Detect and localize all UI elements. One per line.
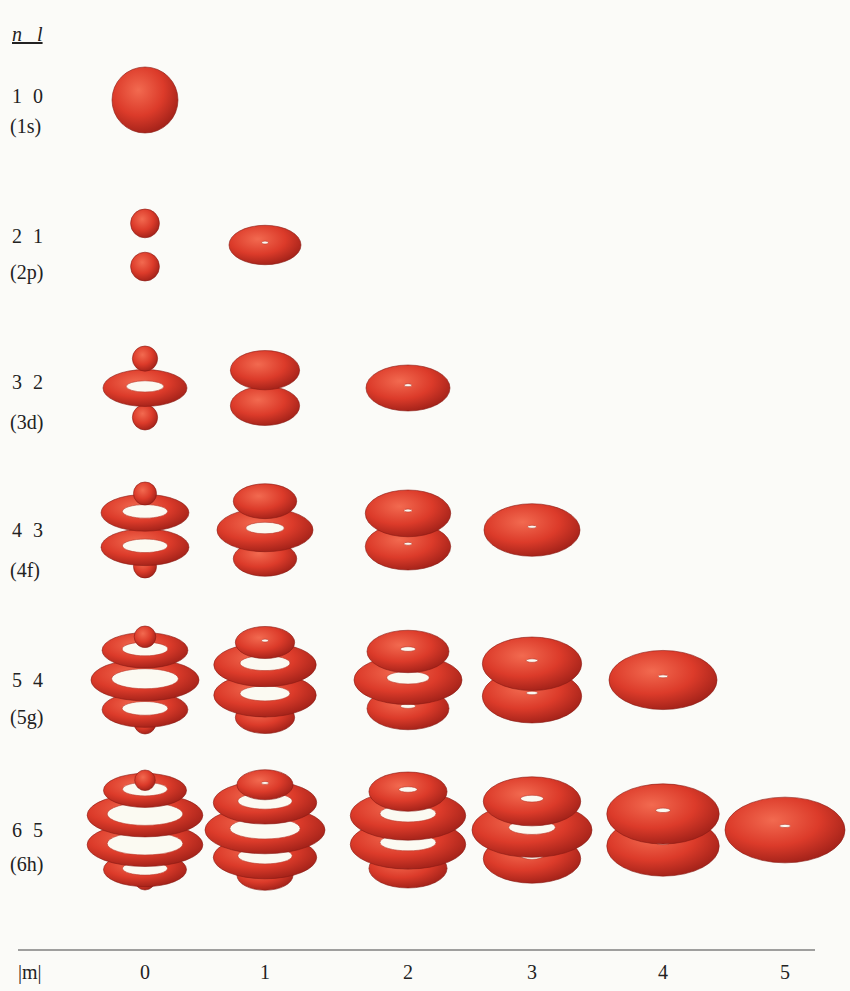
orbital-torus	[229, 225, 301, 264]
orbital-shape	[205, 770, 325, 891]
quantum-numbers: 3 2	[12, 370, 43, 394]
torus-hole	[246, 522, 285, 534]
orbital-shape	[229, 225, 301, 264]
orbital-torus	[233, 484, 296, 519]
torus-hole	[528, 525, 537, 528]
orbital-lobe	[112, 67, 178, 133]
orbital-torus	[366, 365, 450, 411]
orbital-torus	[237, 770, 293, 800]
orbital-name: (6h)	[10, 852, 43, 876]
orbital-name: (3d)	[10, 410, 43, 434]
torus-hole	[404, 509, 412, 512]
torus-hole	[112, 669, 179, 689]
orbital-shape	[91, 626, 199, 734]
m-value: 4	[658, 960, 668, 984]
torus-hole	[521, 795, 544, 802]
m-value: 0	[140, 960, 150, 984]
quantum-numbers: 4 3	[12, 518, 43, 542]
orbital-torus	[483, 777, 580, 826]
orbital-shape	[484, 504, 580, 557]
torus-hole	[404, 542, 412, 545]
orbital-shape	[101, 482, 189, 578]
axis-rule	[18, 949, 815, 950]
torus-hole	[126, 381, 163, 392]
orbital-shape	[365, 490, 450, 570]
torus-hole	[404, 384, 412, 387]
orbital-shape	[607, 784, 719, 876]
orbital-shape	[103, 346, 187, 430]
quantum-numbers: 1 0	[12, 84, 43, 108]
orbital-lobe	[131, 209, 160, 238]
orbital-shape	[217, 484, 313, 576]
orbital-shape	[350, 772, 465, 888]
axis-header: |m|	[18, 960, 42, 984]
torus-hole	[261, 781, 268, 784]
torus-hole	[240, 686, 290, 701]
orbital-shape	[112, 67, 178, 133]
orbital-name: (5g)	[10, 705, 43, 729]
orbital-torus	[369, 772, 447, 811]
orbital-torus	[609, 650, 717, 709]
torus-hole	[526, 691, 538, 694]
m-value: 1	[260, 960, 270, 984]
orbital-torus	[230, 351, 299, 390]
orbital-torus	[101, 529, 189, 566]
m-value: 3	[527, 960, 537, 984]
torus-hole	[122, 539, 167, 553]
torus-hole	[400, 647, 415, 652]
orbital-torus	[103, 370, 187, 407]
m-value: 2	[403, 960, 413, 984]
orbital-name: (4f)	[10, 558, 40, 582]
orbital-shape	[354, 630, 462, 729]
orbital-torus	[235, 626, 294, 658]
orbital-torus	[725, 797, 845, 863]
orbital-shape	[366, 365, 450, 411]
quantum-numbers: 5 4	[12, 668, 43, 692]
orbital-group	[87, 67, 845, 890]
torus-hole	[122, 505, 167, 519]
torus-hole	[656, 808, 671, 812]
torus-hole	[262, 241, 268, 244]
orbital-shape	[472, 777, 592, 883]
orbital-shape	[482, 637, 581, 723]
orbital-torus	[230, 386, 299, 425]
orbital-shape	[87, 770, 203, 890]
orbital-torus	[365, 490, 450, 537]
orbital-torus	[367, 630, 449, 672]
orbital-torus	[607, 784, 719, 844]
orbital-lobe	[131, 252, 160, 281]
torus-hole	[122, 702, 168, 716]
orbital-lobe	[132, 405, 157, 430]
torus-hole	[658, 675, 668, 678]
orbital-shape	[214, 626, 316, 733]
quantum-numbers: 2 1	[12, 224, 43, 248]
orbital-torus	[484, 504, 580, 557]
orbital-shape	[609, 650, 717, 709]
quantum-numbers: 6 5	[12, 818, 43, 842]
torus-hole	[399, 787, 417, 793]
orbital-name: (2p)	[10, 260, 43, 284]
torus-hole	[262, 639, 269, 642]
orbital-torus	[482, 637, 581, 691]
orbital-shape	[131, 209, 160, 281]
orbital-lobe	[134, 626, 156, 648]
axis-header: n l	[12, 22, 43, 46]
torus-hole	[387, 671, 429, 684]
orbital-lobe	[135, 770, 156, 791]
orbital-name: (1s)	[10, 114, 41, 138]
orbital-shape	[725, 797, 845, 863]
orbital-lobe	[133, 482, 156, 505]
m-value: 5	[780, 960, 790, 984]
orbital-shape	[230, 351, 299, 426]
orbital-lobe	[132, 346, 157, 371]
torus-hole	[780, 824, 791, 827]
torus-hole	[526, 659, 538, 662]
